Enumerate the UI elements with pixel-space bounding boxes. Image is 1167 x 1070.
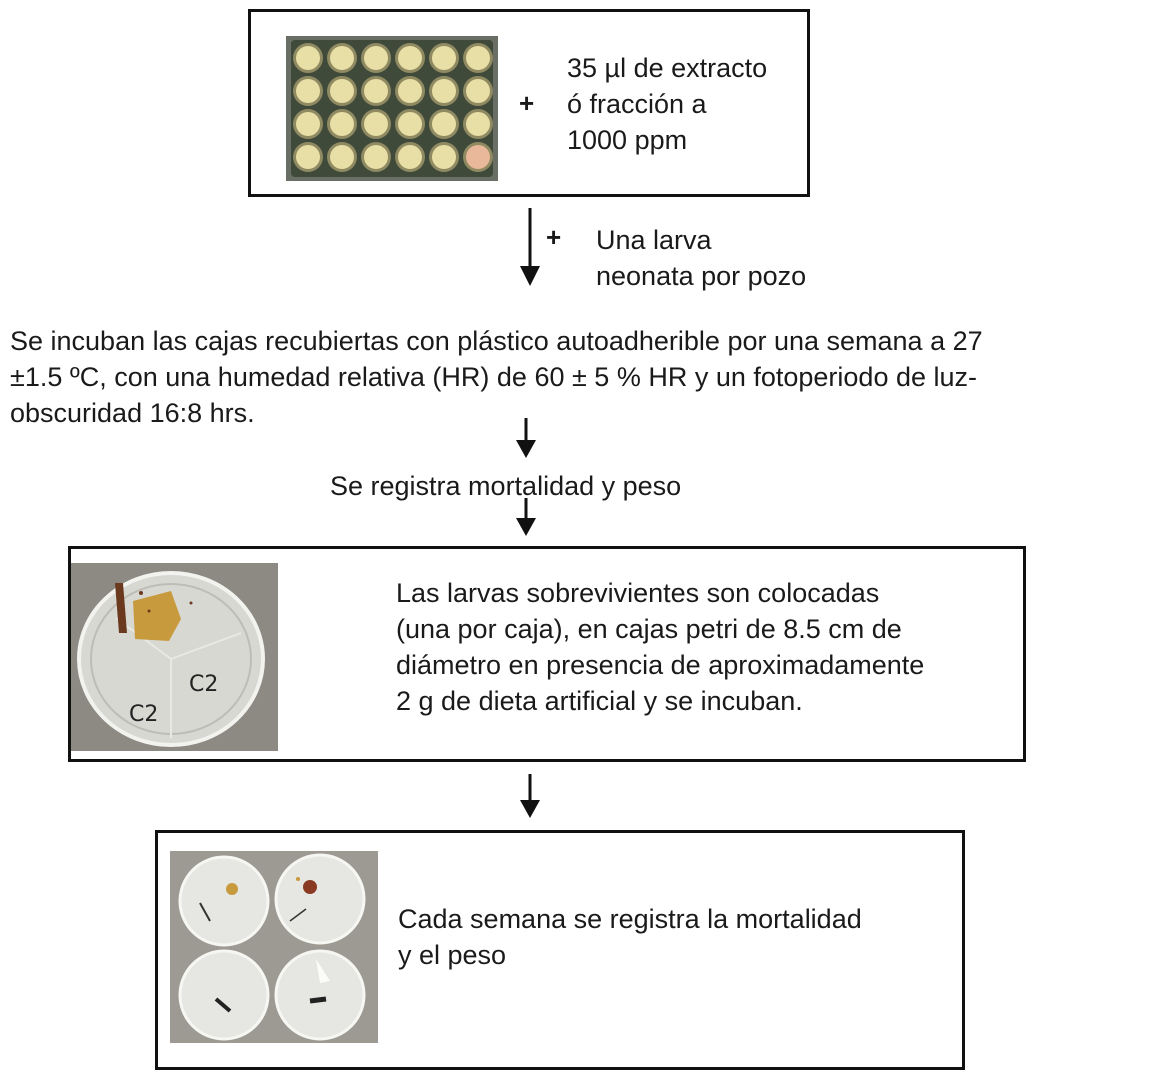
step3-line-4: 2 g de dieta artificial y se incuban.: [396, 686, 803, 716]
arrow1-line-2: neonata por pozo: [596, 261, 807, 291]
plate-well: [466, 145, 490, 169]
step1-line-3: 1000 ppm: [567, 125, 688, 155]
petri-dishes-photo: [170, 851, 378, 1043]
arrow-down-3: [516, 498, 536, 536]
plate-well: [296, 46, 320, 70]
step1-line-2: ó fracción a: [567, 89, 707, 119]
svg-text:C2: C2: [129, 702, 158, 727]
well-plate-photo: [286, 36, 498, 181]
petri-dish-photo: C2 C2: [71, 563, 278, 751]
plate-well: [432, 112, 456, 136]
plate-well: [296, 112, 320, 136]
plate-well: [432, 145, 456, 169]
plate-well: [296, 79, 320, 103]
step3-box: C2 C2 Las larvas sobrevivientes son colo…: [68, 546, 1026, 762]
step1-box: + 35 µl de extracto ó fracción a 1000 pp…: [248, 9, 810, 197]
petri-dishes-image: [170, 851, 378, 1043]
step1-text: 35 µl de extracto ó fracción a 1000 ppm: [567, 50, 767, 158]
step1-line-1: 35 µl de extracto: [567, 53, 768, 83]
step4-line-1: Cada semana se registra la mortalidad: [398, 904, 862, 934]
plate-well: [296, 145, 320, 169]
plate-well: [466, 112, 490, 136]
plate-well: [466, 79, 490, 103]
plate-well: [364, 112, 388, 136]
well-plate-image: [286, 36, 498, 181]
step3-line-1: Las larvas sobrevivientes son colocadas: [396, 578, 880, 608]
arrow-down-4: [520, 774, 540, 818]
plate-well: [398, 145, 422, 169]
step3-text: Las larvas sobrevivientes son colocadas …: [396, 575, 1012, 719]
incubation-paragraph: Se incuban las cajas recubiertas con plá…: [10, 323, 1158, 431]
plate-well: [364, 46, 388, 70]
step4-text: Cada semana se registra la mortalidad y …: [398, 901, 862, 973]
arrow1-text: Una larva neonata por pozo: [596, 222, 806, 294]
petri-dish-image: C2 C2: [71, 563, 278, 751]
incubation-line-3: obscuridad 16:8 hrs.: [10, 398, 255, 428]
plate-well: [330, 79, 354, 103]
record-text: Se registra mortalidad y peso: [330, 471, 682, 501]
incubation-line-1: Se incuban las cajas recubiertas con plá…: [10, 326, 983, 356]
arrow-down-2: [516, 418, 536, 458]
plate-well: [330, 145, 354, 169]
plate-well: [330, 112, 354, 136]
plate-well: [466, 46, 490, 70]
arrow1-line-1: Una larva: [596, 225, 712, 255]
plus-sign-2: +: [546, 222, 562, 252]
step4-line-2: y el peso: [398, 940, 507, 970]
plate-well: [432, 79, 456, 103]
step3-line-2: (una por caja), en cajas petri de 8.5 cm…: [396, 614, 902, 644]
plate-well: [432, 46, 456, 70]
plate-well: [398, 46, 422, 70]
step3-line-3: diámetro en presencia de aproximadamente: [396, 650, 925, 680]
plate-well: [364, 145, 388, 169]
incubation-line-2: ±1.5 ºC, con una humedad relativa (HR) d…: [10, 362, 978, 392]
plate-well: [364, 79, 388, 103]
svg-text:C2: C2: [189, 672, 218, 697]
plate-well: [398, 112, 422, 136]
step4-box: Cada semana se registra la mortalidad y …: [155, 830, 965, 1070]
arrow-down-1: [520, 208, 540, 286]
plate-well: [398, 79, 422, 103]
plate-well: [330, 46, 354, 70]
plus-sign-1: +: [519, 88, 535, 118]
